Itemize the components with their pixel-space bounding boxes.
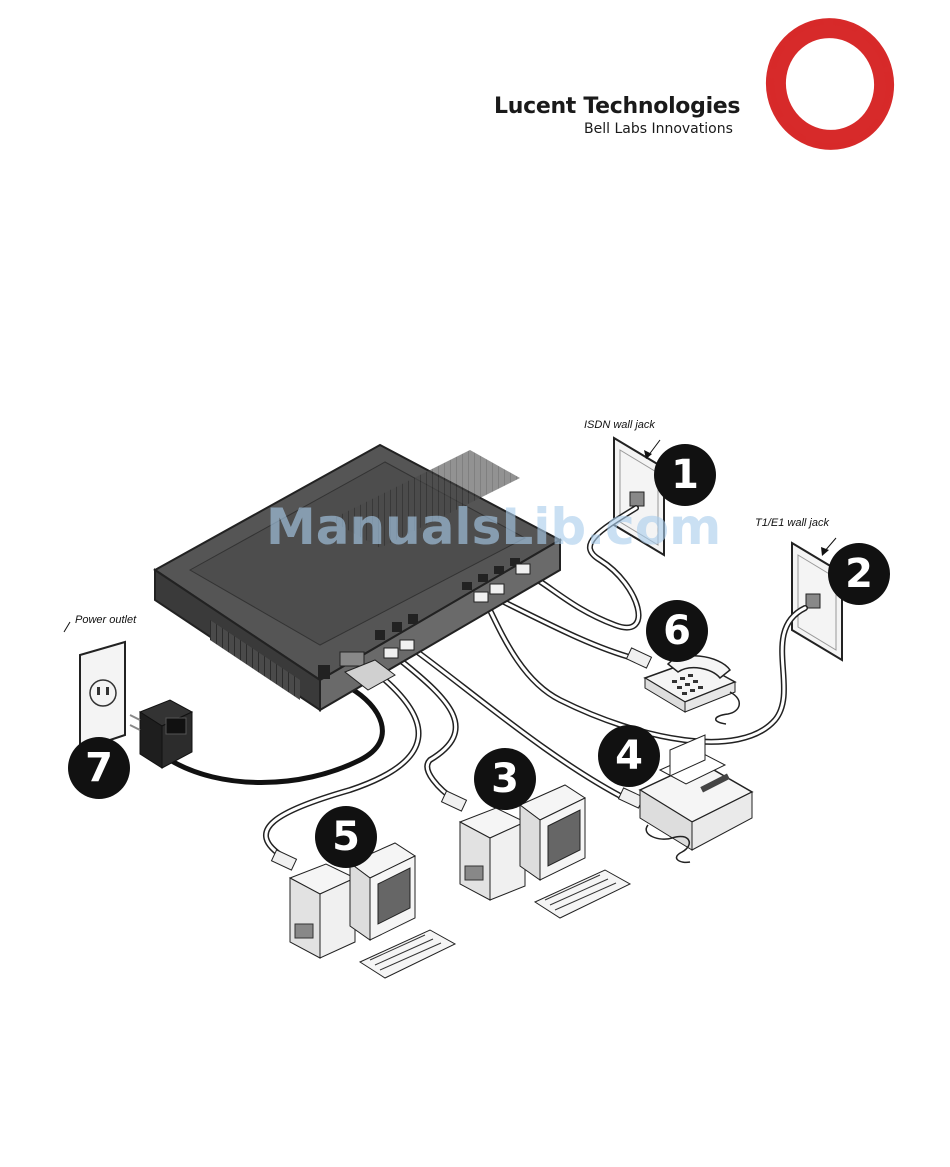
- callout-badge-7: 7: [68, 737, 130, 799]
- callout-badge-2: 2: [828, 543, 890, 605]
- watermark: ManualsLib.com: [266, 498, 721, 556]
- callout-badge-6: 6: [646, 600, 708, 662]
- power-adapter-icon: [130, 700, 192, 768]
- callout-badge-3: 3: [474, 748, 536, 810]
- lucent-logo-icon: [760, 11, 899, 156]
- isdn-wall-jack-label: ISDN wall jack: [584, 419, 655, 431]
- brand-tagline: Bell Labs Innovations: [584, 121, 733, 137]
- callout-badge-1: 1: [654, 444, 716, 506]
- router-unit-icon: [155, 445, 560, 710]
- computer-3-icon: [441, 785, 630, 918]
- brand-name: Lucent Technologies: [494, 94, 740, 119]
- callout-badge-4: 4: [598, 725, 660, 787]
- t1-e1-cable: [485, 600, 805, 742]
- callout-badge-5: 5: [315, 806, 377, 868]
- computer-5-icon: [271, 843, 455, 978]
- computer-3-cable: [400, 660, 456, 800]
- power-outlet-icon: [64, 622, 125, 750]
- power-outlet-label: Power outlet: [75, 614, 136, 626]
- t1-e1-wall-jack-label: T1/E1 wall jack: [755, 517, 829, 529]
- power-cable: [170, 688, 382, 783]
